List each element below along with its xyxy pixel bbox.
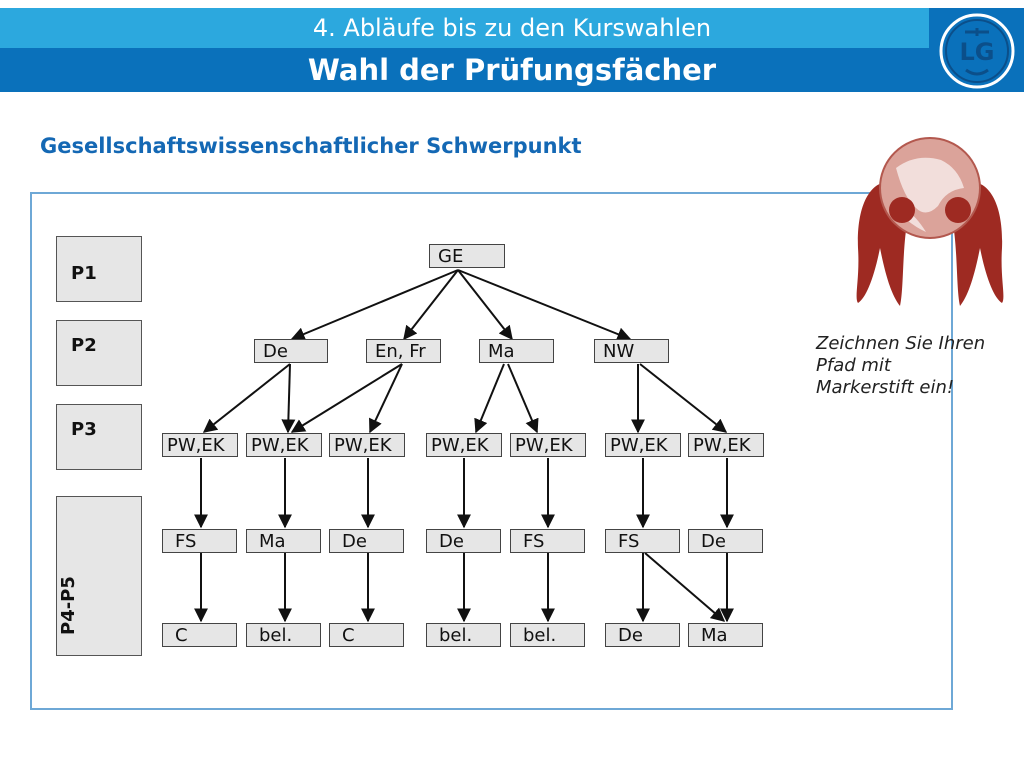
node-p4-5: FS (605, 529, 680, 553)
instruction-note: Zeichnen Sie Ihren Pfad mit Markerstift … (816, 333, 986, 398)
node-p3-6: PW,EK (688, 433, 764, 457)
node-root: GE (429, 244, 505, 268)
node-p3-2: PW,EK (329, 433, 405, 457)
arrow-ge-ma (457, 269, 513, 341)
arrow-ge-nw (457, 269, 632, 341)
arrow-de-pwek2 (281, 363, 296, 434)
node-p3-5: PW,EK (605, 433, 681, 457)
node-p5-6: Ma (688, 623, 763, 647)
level-p2-label: P2 (71, 335, 97, 356)
node-p4-0: FS (162, 529, 237, 553)
node-p5-0: C (162, 623, 237, 647)
node-p5-1: bel. (246, 623, 321, 647)
arrow-ge-enfr (403, 269, 459, 341)
node-p5-5: De (605, 623, 680, 647)
node-p3-3: PW,EK (426, 433, 502, 457)
arrow-ge-de (290, 269, 459, 341)
arrow-nw-pwek7 (639, 363, 728, 433)
level-p1-box: P1 (56, 236, 142, 302)
node-p2-1: En, Fr (366, 339, 441, 363)
arrow-de-pwek1 (202, 363, 291, 433)
node-p3-0: PW,EK (162, 433, 238, 457)
level-p1-label: P1 (71, 263, 97, 284)
header-subtitle: 4. Abläufe bis zu den Kurswahlen (312, 14, 712, 42)
node-p2-0: De (254, 339, 328, 363)
arrow-fs-ma-cross (644, 552, 726, 622)
node-p3-1: PW,EK (246, 433, 322, 457)
section-heading: Gesellschaftswissenschaftlicher Schwerpu… (40, 134, 582, 158)
arrow-ma-pwek4 (474, 363, 505, 434)
diagram-frame (30, 192, 953, 710)
node-p4-4: FS (510, 529, 585, 553)
logo-text: LG (960, 38, 995, 66)
level-p4-p5-box: P4-P5 (56, 496, 142, 656)
level-p2-box: P2 (56, 320, 142, 386)
node-p4-1: Ma (246, 529, 321, 553)
globe-mascot-icon (856, 137, 1004, 306)
node-p5-4: bel. (510, 623, 585, 647)
node-p2-2: Ma (479, 339, 554, 363)
arrow-enfr-pwek2 (290, 363, 403, 433)
level-p3-label: P3 (71, 419, 97, 440)
node-p5-2: C (329, 623, 404, 647)
arrow-ma-pwek5 (507, 363, 539, 434)
node-p4-6: De (688, 529, 763, 553)
node-p2-3: NW (594, 339, 669, 363)
header-top-bar (0, 8, 929, 48)
level-p3-box: P3 (56, 404, 142, 470)
node-p4-2: De (329, 529, 404, 553)
node-p4-3: De (426, 529, 501, 553)
school-logo: LG (939, 13, 1015, 89)
node-p5-3: bel. (426, 623, 501, 647)
node-p3-4: PW,EK (510, 433, 586, 457)
arrow-enfr-pwek3 (369, 363, 403, 434)
page-title: Wahl der Prüfungsfächer (307, 53, 717, 87)
header-bottom-bar (0, 48, 929, 92)
